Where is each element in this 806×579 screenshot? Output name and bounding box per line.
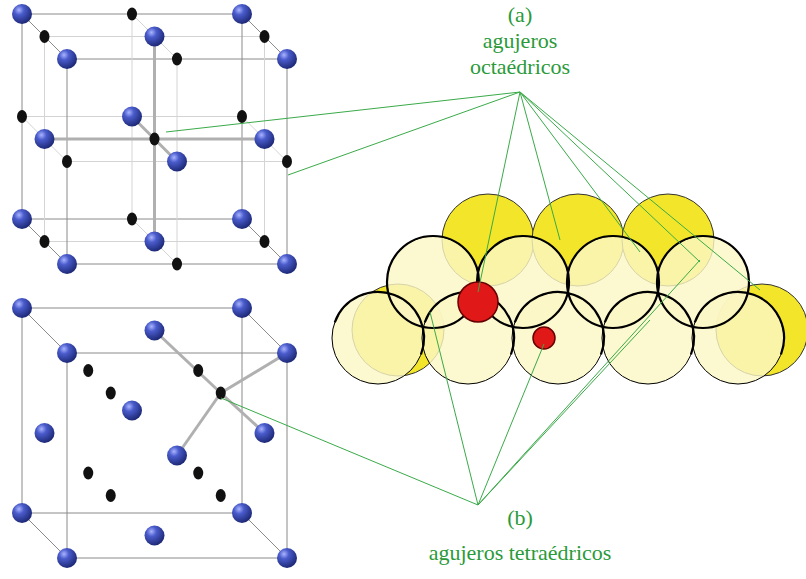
cell-line: [67, 558, 287, 559]
lattice-atom: [232, 298, 252, 318]
hole-site: [106, 489, 116, 502]
unit-cell: [12, 298, 297, 568]
crystal-cells: [12, 4, 297, 568]
tetrahedral-hole: [533, 327, 555, 349]
hole-site: [83, 364, 93, 377]
sphere-outline: [409, 279, 527, 397]
lattice-atom: [12, 503, 32, 523]
hole-site: [260, 235, 270, 248]
hole-site: [127, 8, 137, 21]
lattice-atom: [255, 423, 275, 443]
label-text: (b): [507, 505, 533, 531]
lattice-atom: [145, 232, 165, 252]
hole-site: [106, 387, 116, 400]
sphere-outline: [679, 279, 797, 397]
hole-site: [62, 155, 72, 168]
cell-line: [287, 353, 288, 558]
leader-line: [221, 398, 478, 505]
leader-line: [520, 92, 760, 290]
leader-line: [520, 92, 700, 262]
sphere-outline: [589, 279, 707, 397]
sphere-outline: [499, 279, 617, 397]
lattice-atom: [57, 548, 77, 568]
bond-line: [155, 331, 221, 394]
lattice-atom: [167, 446, 187, 466]
leader-line: [288, 92, 520, 175]
leader-line: [166, 92, 520, 132]
bond-line: [153, 37, 156, 140]
sphere-outline: [657, 236, 749, 328]
hole-site: [282, 155, 292, 168]
hole-site: [40, 30, 50, 43]
lattice-atom: [57, 254, 77, 274]
lattice-atom: [232, 503, 252, 523]
hole-site: [127, 213, 137, 226]
lattice-atom: [255, 129, 275, 149]
hole-site: [17, 110, 27, 123]
lattice-atom: [277, 49, 297, 69]
unit-cell: [12, 4, 297, 274]
hole-site: [172, 53, 182, 66]
bond-line: [45, 138, 155, 141]
hole-site: [150, 133, 160, 146]
label-text: agujeros octaédricos: [455, 28, 585, 80]
leader-line: [478, 344, 544, 505]
lattice-atom: [57, 49, 77, 69]
lattice-atom: [122, 401, 142, 421]
lattice-atom: [12, 298, 32, 318]
lattice-atom: [145, 27, 165, 47]
lattice-atom: [167, 152, 187, 172]
lattice-atom: [122, 107, 142, 127]
lattice-atom: [12, 209, 32, 229]
leader-lines: [166, 92, 760, 505]
hole-site: [237, 110, 247, 123]
hole-site: [83, 467, 93, 480]
leader-line: [478, 260, 700, 505]
hole-site: [193, 364, 203, 377]
cell-line: [22, 308, 23, 513]
cell-line: [22, 513, 242, 514]
leader-line: [520, 92, 640, 252]
hole-site: [193, 467, 203, 480]
leader-line: [478, 92, 520, 292]
bond-line: [221, 353, 287, 393]
leader-line: [520, 92, 560, 240]
hole-site: [172, 258, 182, 271]
label-text: agujeros tetraédricos: [429, 540, 612, 566]
lattice-atom: [57, 343, 77, 363]
lattice-atom: [35, 423, 55, 443]
hole-site: [216, 489, 226, 502]
lattice-atom: [12, 4, 32, 24]
lattice-atom: [232, 4, 252, 24]
lattice-atom: [277, 343, 297, 363]
lattice-atom: [35, 129, 55, 149]
lattice-atom: [277, 548, 297, 568]
sphere-outline: [567, 236, 659, 328]
hole-site: [216, 387, 226, 400]
hole-site: [40, 235, 50, 248]
label-text: (a): [508, 2, 532, 28]
hole-site: [260, 30, 270, 43]
bond-line: [177, 393, 221, 456]
cell-line: [22, 308, 242, 309]
leader-line: [430, 312, 478, 505]
bond-line: [153, 139, 156, 242]
lattice-atom: [145, 526, 165, 546]
sphere-outline: [319, 279, 437, 397]
bond-line: [155, 138, 265, 141]
lattice-atom: [277, 254, 297, 274]
cell-line: [67, 353, 68, 558]
octahedral-hole: [458, 282, 498, 322]
lattice-atom: [232, 209, 252, 229]
lattice-atom: [145, 321, 165, 341]
packed-layer: [319, 194, 806, 397]
